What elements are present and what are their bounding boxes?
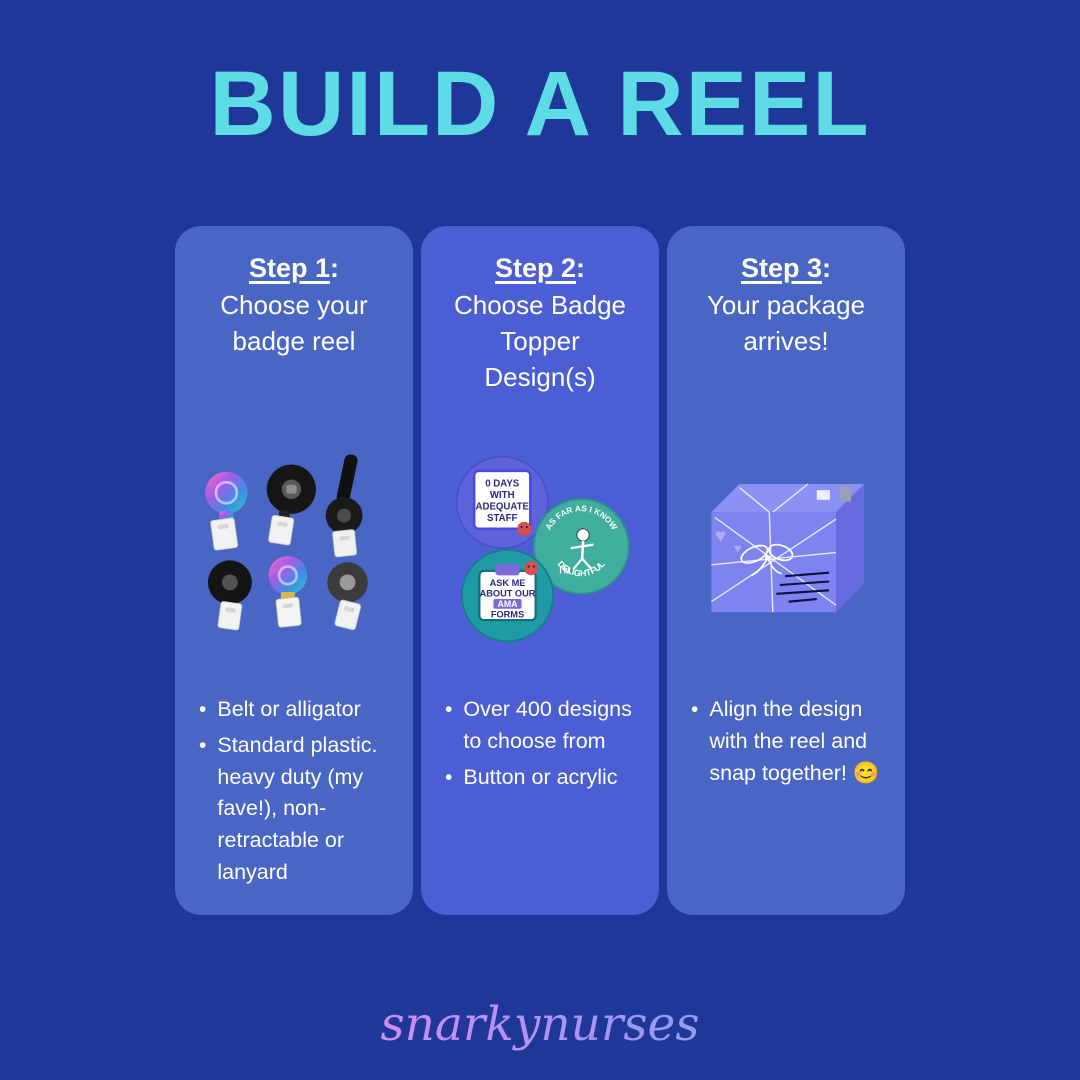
bullet-marker: •	[199, 733, 207, 757]
step-1-colon: :	[330, 253, 340, 283]
step-1-label: Step 1	[248, 253, 331, 283]
step-1-bullets: • Belt or alligator • Standard plastic. he…	[193, 694, 395, 893]
page-title: BUILD A REEL	[209, 53, 871, 155]
black-reel-icon	[266, 464, 316, 546]
grey-reel-icon	[327, 562, 368, 631]
step-1-heading: Step 1:	[193, 252, 395, 286]
step-2-heading: Step 2:	[439, 252, 641, 286]
step-1-subtitle: Choose your badge reel	[220, 289, 368, 356]
badge-reels-illustration	[205, 454, 368, 631]
badge-delightful-icon: AS FAR AS I KNOW I'M DELIGHTFUL	[532, 498, 630, 595]
svg-text:WITH: WITH	[490, 490, 515, 501]
bullet-item: • Standard plastic. heavy duty (my fave!)…	[199, 730, 395, 889]
step-1-illustration	[193, 420, 395, 678]
rainbow-reel-2-icon	[268, 556, 308, 628]
step-3-label: Step 3	[740, 253, 823, 283]
gift-package-illustration: ♥ ♥	[710, 483, 865, 613]
step-2-card: Step 2: Choose Badge Topper Design(s) 0 …	[421, 226, 659, 915]
bullet-text: Standard plastic. heavy duty (my fave!),…	[217, 732, 378, 885]
step-3-subtitle: Your package arrives!	[706, 289, 866, 356]
bullet-text: Align the design with the reel and snap …	[709, 697, 880, 785]
step-3-heading: Step 3:	[685, 252, 887, 286]
step-3-card: Step 3: Your package arrives! ♥ ♥	[667, 226, 905, 915]
bullet-item: • Button or acrylic	[445, 762, 641, 794]
black-reel-2-icon	[207, 560, 252, 631]
step-3-colon: :	[822, 253, 832, 283]
bullet-marker: •	[445, 698, 453, 721]
bullet-text: Over 400 designs to choose from	[463, 697, 632, 753]
step-1-header: Step 1: Choose your badge reel	[193, 252, 395, 420]
svg-text:STAFF: STAFF	[487, 513, 517, 524]
step-2-label: Step 2	[494, 253, 577, 283]
step-3-bullets: • Align the design with the reel and snap…	[685, 694, 887, 793]
step-3-header: Step 3: Your package arrives!	[685, 252, 887, 420]
brand-wordmark: snarkynurses	[0, 997, 1080, 1052]
bullet-marker: •	[691, 698, 699, 721]
svg-text:0 DAYS: 0 DAYS	[485, 479, 520, 490]
bullet-text: Belt or alligator	[217, 697, 361, 721]
svg-text:ABOUT OUR: ABOUT OUR	[480, 588, 536, 598]
step-1-card: Step 1: Choose your badge reel	[175, 226, 413, 915]
step-2-illustration: 0 DAYS WITH ADEQUATE STAFF AS FAR AS I K…	[439, 420, 641, 678]
steps-row: Step 1: Choose your badge reel	[0, 226, 1080, 915]
step-2-header: Step 2: Choose Badge Topper Design(s)	[439, 252, 641, 420]
svg-text:I'M: I'M	[559, 566, 570, 576]
lanyard-reel-icon	[325, 454, 363, 558]
address-lines	[776, 571, 830, 603]
heart-icon: ♥	[715, 526, 726, 547]
svg-text:ASK ME: ASK ME	[490, 578, 526, 588]
package-box-icon: ♥ ♥	[710, 483, 865, 613]
bullet-text: Button or acrylic	[463, 764, 618, 789]
bullet-marker: •	[199, 698, 207, 721]
bullet-item: • Belt or alligator	[199, 694, 395, 726]
svg-text:AMA: AMA	[498, 599, 519, 609]
badge-ama-forms-icon: ASK ME ABOUT OUR AMA FORMS	[460, 549, 555, 643]
bullet-item: • Align the design with the reel and snap…	[691, 694, 887, 789]
bullet-item: • Over 400 designs to choose from	[445, 694, 641, 758]
bullet-marker: •	[445, 765, 453, 789]
step-2-colon: :	[576, 253, 586, 283]
svg-text:FORMS: FORMS	[491, 610, 524, 620]
step-2-bullets: • Over 400 designs to choose from • Button…	[439, 694, 641, 797]
step-3-illustration: ♥ ♥	[685, 420, 887, 678]
badge-0-days-icon: 0 DAYS WITH ADEQUATE STAFF	[455, 455, 549, 549]
rainbow-reel-icon	[205, 471, 248, 551]
badge-toppers-illustration: 0 DAYS WITH ADEQUATE STAFF AS FAR AS I K…	[455, 455, 630, 643]
svg-text:ADEQUATE: ADEQUATE	[476, 501, 530, 512]
heart-icon: ♥	[734, 542, 741, 556]
step-2-subtitle: Choose Badge Topper Design(s)	[453, 289, 627, 392]
bow-icon	[740, 543, 794, 577]
